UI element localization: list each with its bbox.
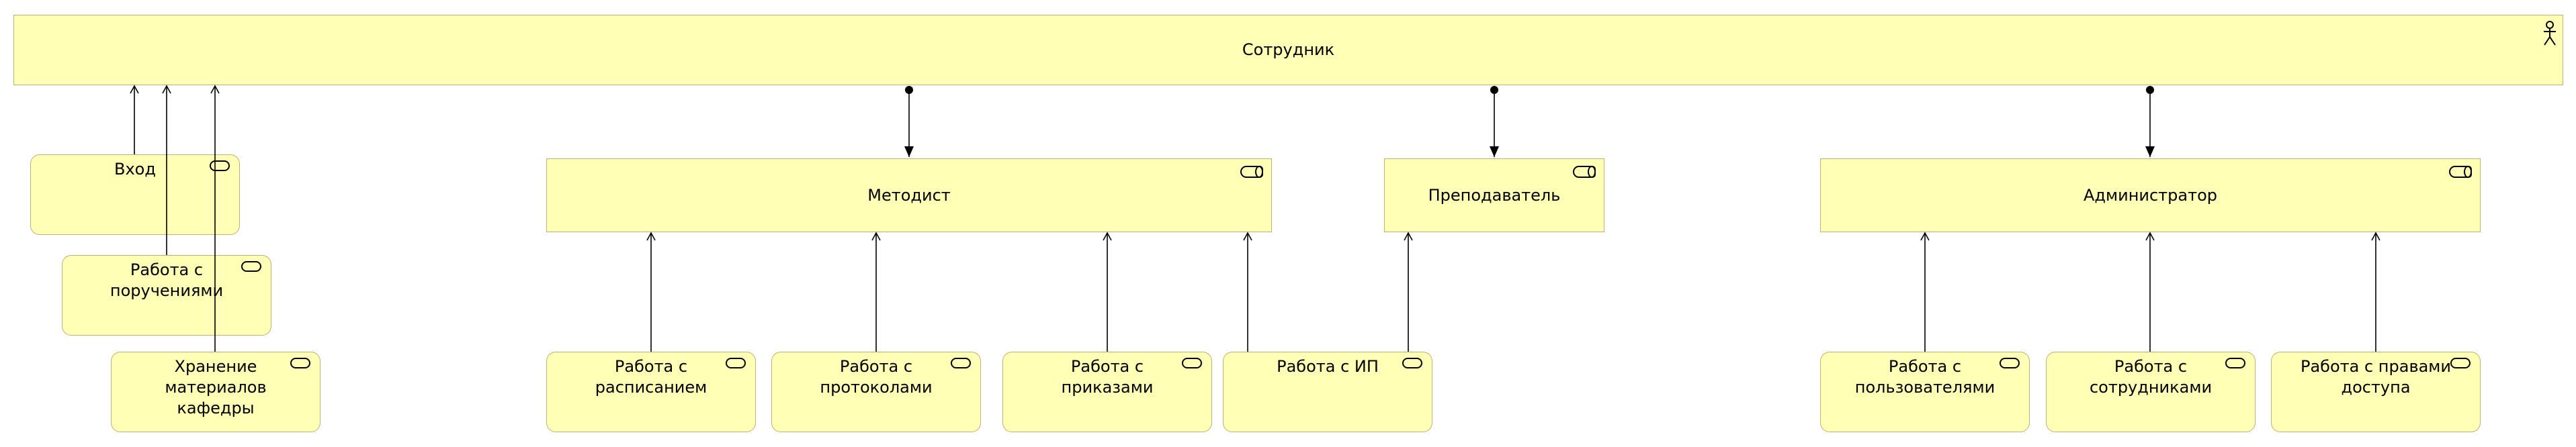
service-label: Работа с пользователями — [1854, 357, 1995, 397]
service-rabota-s-sotrudnikami[interactable]: Работа с сотрудниками — [2046, 352, 2256, 432]
actor-icon — [2544, 21, 2556, 46]
service-rabota-s-protokolami[interactable]: Работа с протоколами — [771, 352, 981, 432]
role-label: Методист — [867, 185, 951, 205]
service-label: Вход — [114, 160, 156, 179]
service-hranenie-materialov[interactable]: Хранение материалов кафедры — [111, 352, 320, 432]
service-rabota-s-pravami[interactable]: Работа с правами доступа — [2271, 352, 2481, 432]
service-label: Работа с приказами — [1061, 357, 1154, 397]
service-label: Работа с протоколами — [820, 357, 933, 397]
service-label: Работа с поручениями — [110, 260, 224, 300]
service-label: Хранение материалов кафедры — [165, 357, 267, 417]
actor-sotrudnik[interactable]: Сотрудник — [13, 15, 2563, 85]
role-metodist[interactable]: Методист — [546, 158, 1272, 232]
service-icon — [2000, 358, 2020, 368]
role-icon — [1240, 166, 1263, 178]
service-icon — [241, 261, 261, 272]
service-icon — [1182, 358, 1202, 368]
service-rabota-s-porucheniyami[interactable]: Работа с поручениями — [62, 255, 271, 336]
role-administrator[interactable]: Администратор — [1820, 158, 2481, 232]
service-icon — [2450, 358, 2471, 368]
service-icon — [1402, 358, 1422, 368]
role-icon — [2449, 166, 2472, 178]
role-label: Преподаватель — [1428, 185, 1561, 205]
service-icon — [2225, 358, 2245, 368]
service-rabota-s-ip[interactable]: Работа с ИП — [1223, 352, 1432, 432]
role-prepodavatel[interactable]: Преподаватель — [1384, 158, 1604, 232]
role-icon — [1573, 166, 1596, 178]
service-label: Работа с правами доступа — [2301, 357, 2451, 397]
service-icon — [726, 358, 746, 368]
service-label: Работа с ИП — [1277, 357, 1379, 376]
service-icon — [951, 358, 971, 368]
service-vhod[interactable]: Вход — [30, 154, 240, 235]
service-icon — [290, 358, 310, 368]
service-label: Работа с расписанием — [595, 357, 707, 397]
role-label: Администратор — [2083, 185, 2218, 205]
service-icon — [210, 160, 230, 171]
service-label: Работа с сотрудниками — [2089, 357, 2213, 397]
service-rabota-s-polzovatelyami[interactable]: Работа с пользователями — [1820, 352, 2030, 432]
service-rabota-s-raspisaniem[interactable]: Работа с расписанием — [546, 352, 756, 432]
service-rabota-s-prikazami[interactable]: Работа с приказами — [1002, 352, 1212, 432]
actor-label: Сотрудник — [1242, 40, 1335, 59]
